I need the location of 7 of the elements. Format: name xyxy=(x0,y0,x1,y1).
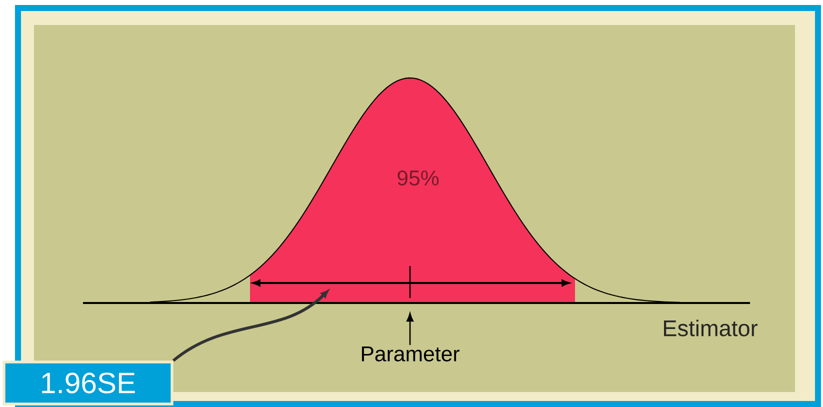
interval-arrow xyxy=(252,280,570,286)
axis-label: Parameter xyxy=(362,346,460,362)
curved-arrow xyxy=(172,290,328,362)
percent-label: 95% xyxy=(398,170,439,186)
axis-label: Estimator xyxy=(664,320,758,336)
leader-line xyxy=(406,313,414,345)
value-box: 1.96SE xyxy=(2,360,174,406)
